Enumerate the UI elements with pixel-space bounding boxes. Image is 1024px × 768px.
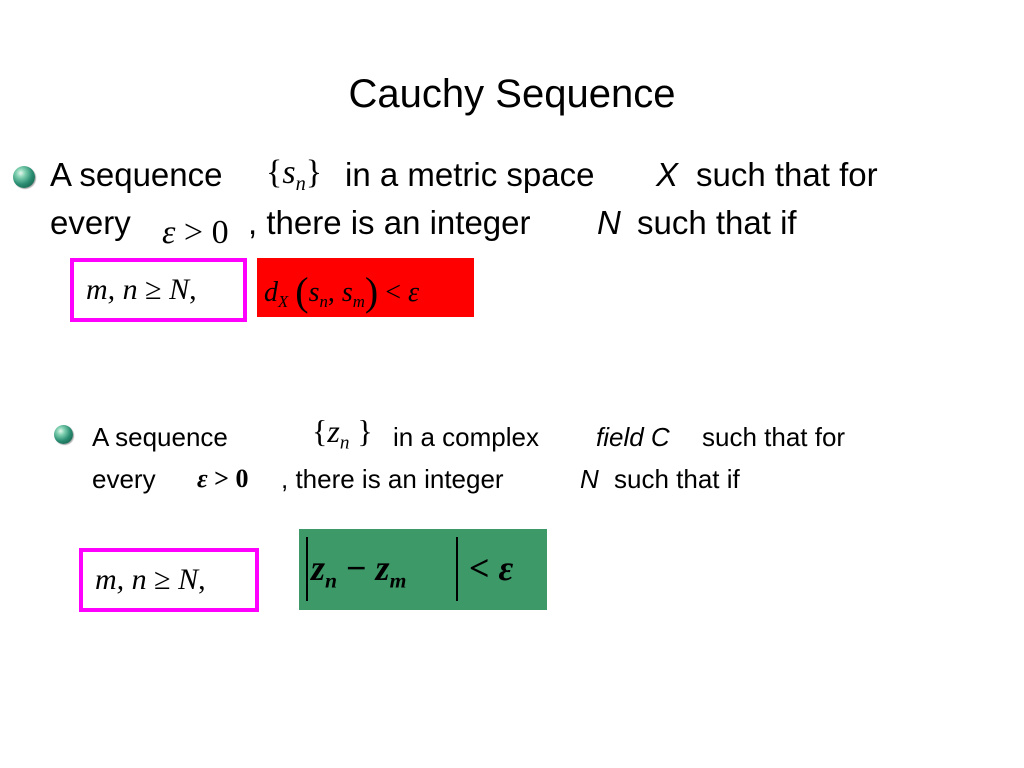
bullet-sphere-icon: [54, 425, 73, 444]
modulus-bar-left: [306, 537, 308, 601]
modulus-difference: zn − zm: [311, 548, 407, 593]
condition-box-1: m, n ≥ N,: [70, 258, 247, 322]
sequence-set-z: {zn}: [312, 413, 373, 454]
metric-inequality-expression: dX (sn, sm) < ε: [264, 269, 420, 314]
bullet2-text-such-that-if: such that if: [614, 464, 740, 494]
bullet1-text-b: in a metric space: [345, 156, 595, 193]
bullet1-space-x: X: [656, 156, 679, 193]
bullet1-text-a: A sequence: [50, 156, 223, 193]
bullet2-field-c: field C: [596, 422, 670, 452]
modulus-less-than-epsilon: < ε: [469, 548, 514, 588]
bullet1-text-d: such that for: [696, 156, 878, 193]
metric-inequality-box: dX (sn, sm) < ε: [257, 258, 474, 317]
slide-title: Cauchy Sequence: [348, 72, 676, 116]
condition-expression-2: m, n ≥ N,: [95, 563, 206, 596]
bullet2-integer-n: N: [580, 464, 599, 494]
bullet1-text-integer: , there is an integer: [248, 204, 531, 241]
bullet2-text-every: every: [92, 464, 156, 494]
sequence-set-s: {sn}: [266, 154, 323, 196]
bullet1-integer-n: N: [597, 204, 621, 241]
bullet2-text-integer: , there is an integer: [281, 464, 504, 494]
condition-box-2: m, n ≥ N,: [79, 548, 259, 612]
bullet1-epsilon-condition: ε > 0: [162, 214, 229, 251]
bullet1-text-every: every: [50, 204, 131, 241]
bullet2-text-b: in a complex: [393, 422, 539, 452]
bullet2-text-d: such that for: [702, 422, 846, 452]
bullet-sphere-icon: [13, 166, 35, 188]
modulus-bar-right: [456, 537, 458, 601]
condition-expression-1: m, n ≥ N,: [86, 273, 197, 306]
bullet2-text-a: A sequence: [92, 422, 228, 452]
bullet2-epsilon-condition: ε > 0: [197, 464, 249, 493]
bullet1-text-such-that-if: such that if: [637, 204, 797, 241]
modulus-inequality-box: zn − zm < ε: [299, 529, 547, 610]
